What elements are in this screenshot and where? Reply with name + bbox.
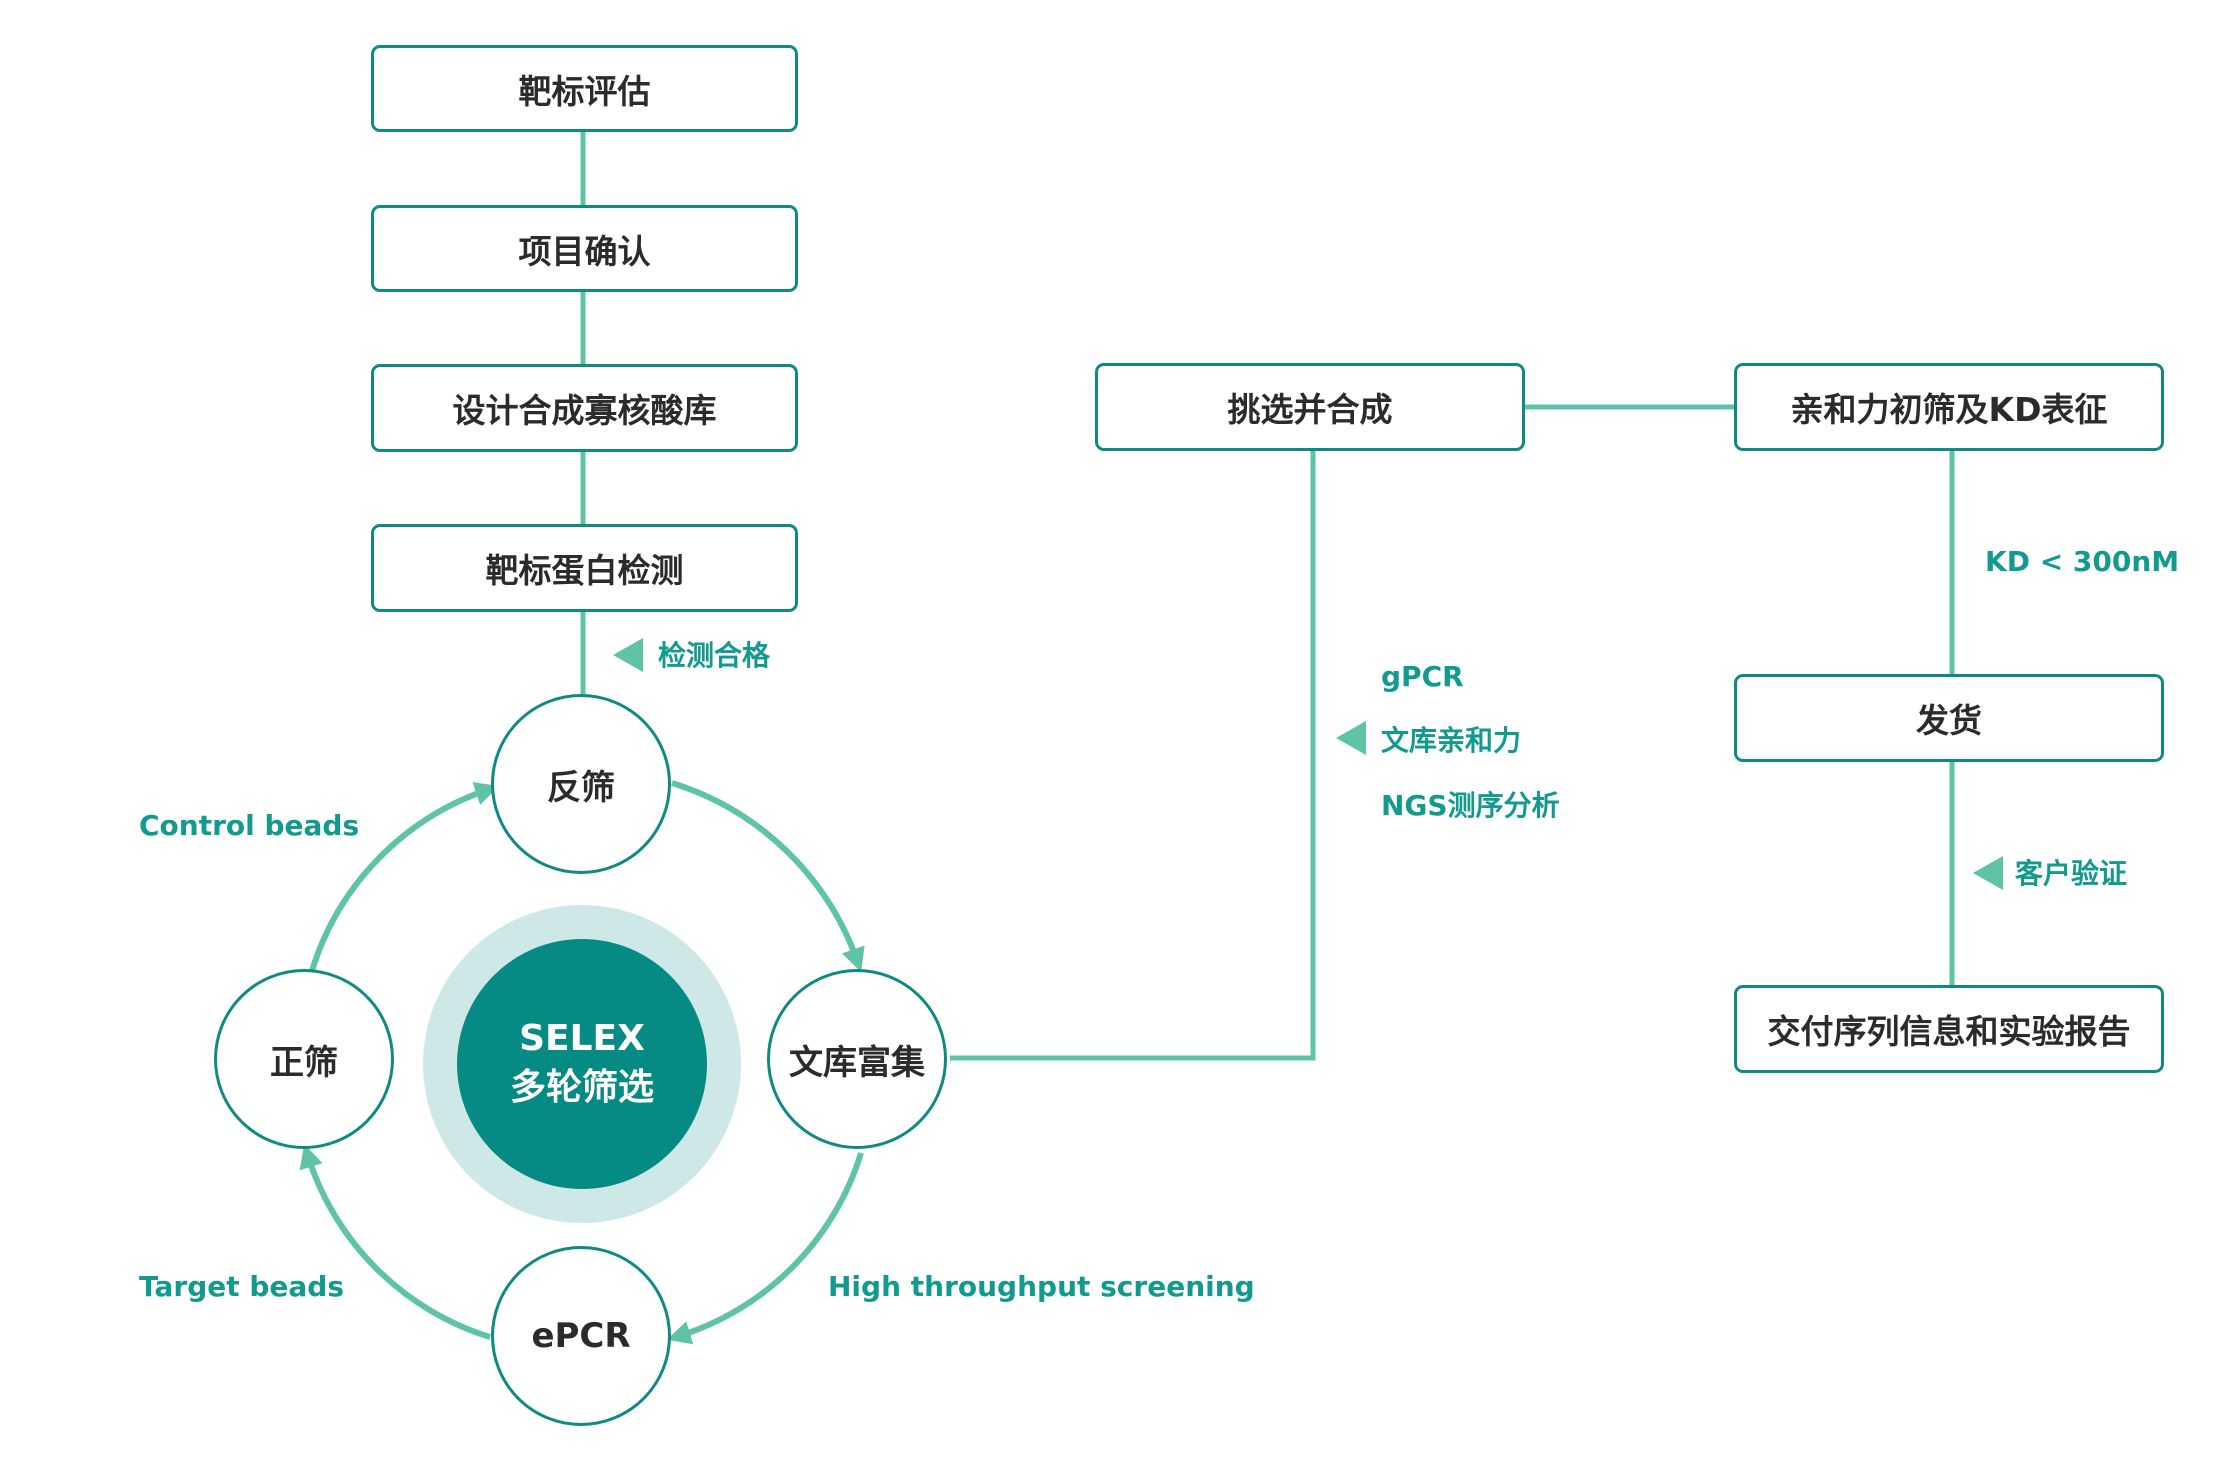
label-library-affinity: 文库亲和力 xyxy=(1381,724,1522,757)
selex-title: SELEX xyxy=(519,1018,645,1060)
cycle-library-enrichment: 文库富集 xyxy=(767,969,947,1149)
arc-enrichment-to-epcr xyxy=(666,1152,864,1345)
step-label: 挑选并合成 xyxy=(1227,390,1393,429)
pointer-triangle-icon xyxy=(613,638,643,672)
step-label: 亲和力初筛及KD表征 xyxy=(1790,390,2108,429)
step-shipping: 发货 xyxy=(1734,674,2164,762)
label-control-beads: Control beads xyxy=(139,809,360,842)
label-target-beads: Target beads xyxy=(139,1270,344,1303)
cycle-negative-selection: 反筛 xyxy=(491,694,671,874)
selex-center: SELEX 多轮筛选 xyxy=(457,939,707,1189)
step-label: 发货 xyxy=(1916,701,1982,740)
step-target-assessment: 靶标评估 xyxy=(371,45,798,132)
selex-subtitle: 多轮筛选 xyxy=(509,1067,654,1108)
arc-positive-to-negative xyxy=(308,782,500,975)
label-ngs: NGS测序分析 xyxy=(1381,789,1560,822)
cycle-epcr: ePCR xyxy=(491,1246,671,1426)
step-affinity-screen: 亲和力初筛及KD表征 xyxy=(1734,363,2164,451)
step-delivery: 交付序列信息和实验报告 xyxy=(1734,985,2164,1073)
cycle-label: ePCR xyxy=(531,1316,631,1356)
label-test-pass: 检测合格 xyxy=(658,639,771,672)
arc-epcr-to-positive xyxy=(299,1143,491,1340)
cycle-label: 正筛 xyxy=(270,1042,338,1083)
step-project-confirm: 项目确认 xyxy=(371,205,798,292)
cycle-label: 文库富集 xyxy=(789,1042,925,1083)
label-gpcr: gPCR xyxy=(1381,660,1464,693)
pointer-triangle-icon xyxy=(1973,856,2003,890)
connector-enrichment-pick xyxy=(950,451,1316,1061)
step-design-library: 设计合成寡核酸库 xyxy=(371,364,798,452)
step-label: 项目确认 xyxy=(518,231,651,271)
label-high-throughput: High throughput screening xyxy=(828,1270,1255,1303)
step-label: 靶标评估 xyxy=(518,71,651,111)
label-customer-verify: 客户验证 xyxy=(2015,857,2128,890)
cycle-positive-selection: 正筛 xyxy=(214,969,394,1149)
step-protein-test: 靶标蛋白检测 xyxy=(371,524,798,612)
step-pick-synthesize: 挑选并合成 xyxy=(1095,363,1525,451)
step-label: 设计合成寡核酸库 xyxy=(452,391,717,430)
arc-negative-to-enrichment xyxy=(671,780,865,973)
step-label: 靶标蛋白检测 xyxy=(485,551,684,590)
label-kd: KD < 300nM xyxy=(1985,545,2180,578)
pointer-triangle-icon xyxy=(1336,721,1366,755)
step-label: 交付序列信息和实验报告 xyxy=(1767,1012,2131,1051)
cycle-label: 反筛 xyxy=(547,767,615,808)
